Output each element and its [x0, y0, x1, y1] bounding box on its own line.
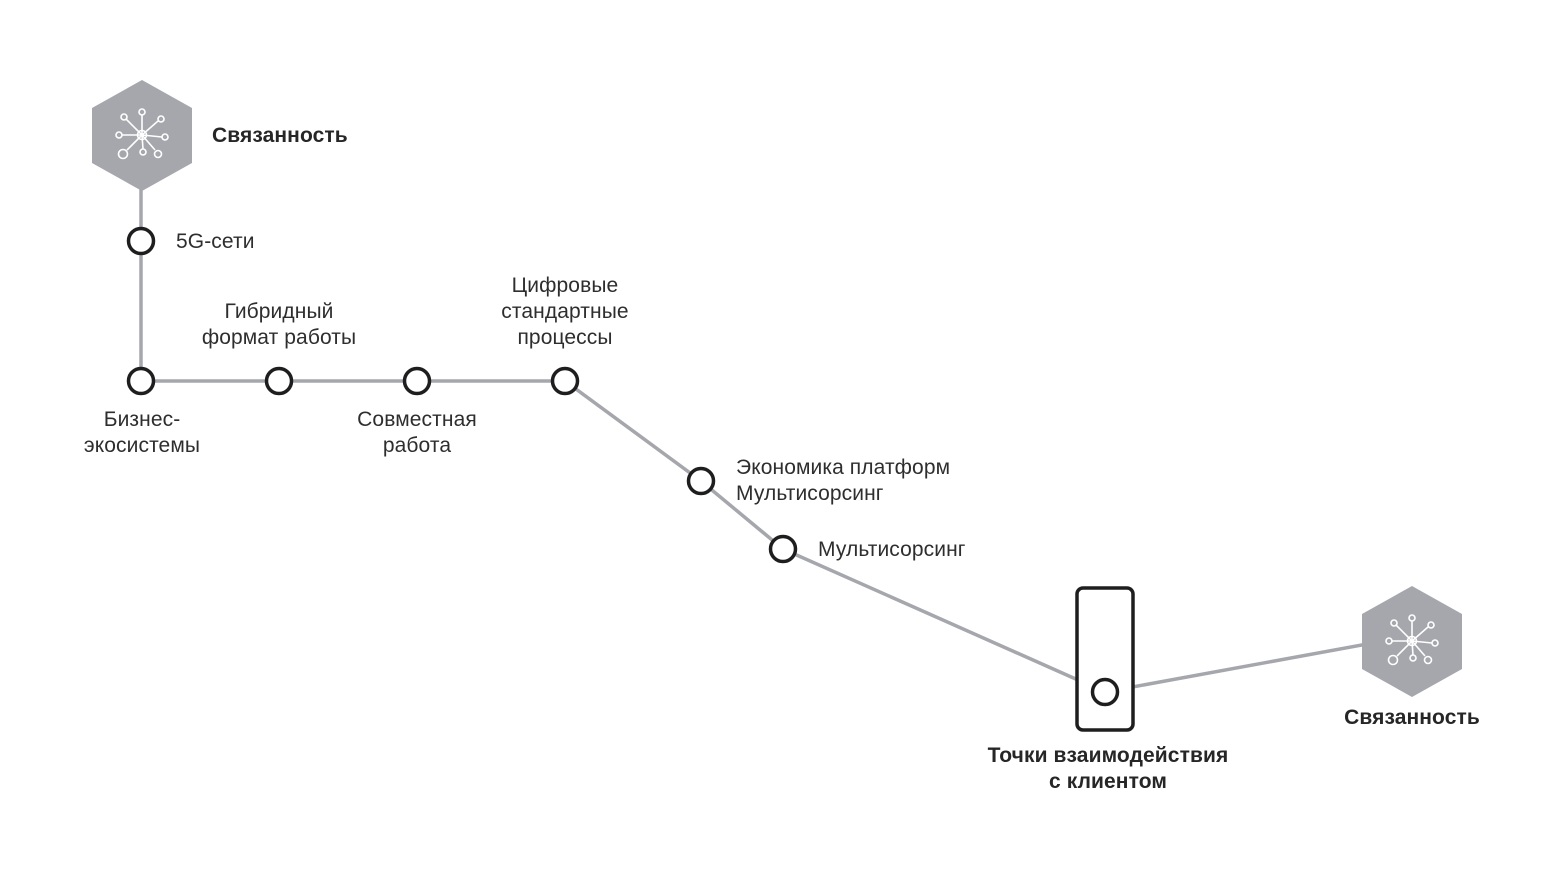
station-platform-label: Экономика платформ Мультисорсинг: [736, 456, 951, 505]
hub-start-label: Связанность: [212, 124, 348, 147]
route-line: [139, 150, 1401, 694]
station-touch-node: [1090, 677, 1120, 707]
station-platform-node: [686, 466, 716, 496]
station-5g-node: [126, 226, 156, 256]
station-biz-label: Бизнес- экосистемы: [83, 408, 201, 457]
station-hybrid-node: [264, 366, 294, 396]
station-multi-node: [768, 534, 798, 564]
hub-start: [92, 80, 192, 191]
station-touch-label: Точки взаимодействия с клиентом: [987, 744, 1229, 793]
station-5g-label: 5G-сети: [176, 230, 255, 253]
station-collab-label: Совместная работа: [357, 408, 477, 457]
hub-end-label: Связанность: [1344, 706, 1480, 729]
station-touch-interchange: [1075, 586, 1135, 732]
station-collab-node: [402, 366, 432, 396]
station-multi-label: Мультисорсинг: [818, 538, 966, 561]
station-hybrid-label: Гибридный формат работы: [201, 300, 357, 349]
station-digital-node: [550, 366, 580, 396]
network-hub-icon: [115, 108, 169, 160]
network-hub-icon: [1385, 614, 1439, 666]
station-biz-node: [126, 366, 156, 396]
station-digital-label: Цифровые стандартные процессы: [501, 274, 629, 349]
hub-end: [1362, 586, 1462, 697]
